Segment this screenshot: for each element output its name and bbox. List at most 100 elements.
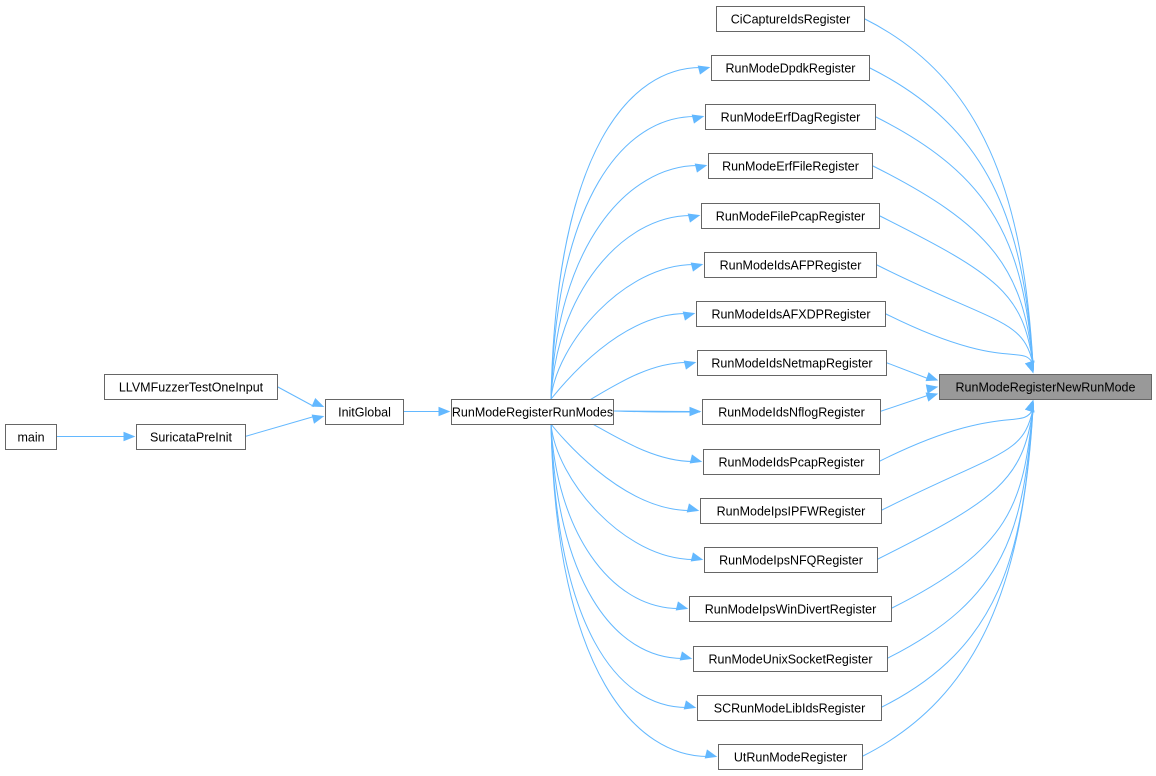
node-ips-nfq[interactable]: RunModeIpsNFQRegister (704, 547, 878, 573)
node-box[interactable] (701, 203, 880, 229)
edge-register_runmodes-to-ips_nfq (550, 423, 704, 562)
node-box[interactable] (939, 374, 1152, 400)
node-label: RunModeRegisterRunModes (452, 406, 613, 420)
node-box[interactable] (689, 596, 892, 622)
node-label: RunModeIpsIPFWRegister (717, 505, 866, 519)
node-file-pcap[interactable]: RunModeFilePcapRegister (701, 203, 880, 229)
node-box[interactable] (704, 547, 878, 573)
node-ci-capture[interactable]: CiCaptureIdsRegister (716, 6, 865, 32)
node-ips-windivert[interactable]: RunModeIpsWinDivertRegister (689, 596, 892, 622)
edge-register_runmodes-to-ut_runmode-arrowhead (704, 749, 718, 759)
edge-ids_afxdp-to-register_new_runmode (884, 313, 1035, 374)
node-box[interactable] (718, 744, 863, 770)
node-init-global[interactable]: InitGlobal (325, 399, 404, 425)
node-register-new-runmode[interactable]: RunModeRegisterNewRunMode (939, 374, 1152, 400)
node-box[interactable] (5, 424, 57, 450)
node-box[interactable] (704, 252, 877, 278)
node-label: UtRunModeRegister (734, 751, 847, 765)
edge-register_runmodes-to-dpdk-line (550, 67, 702, 400)
node-label: RunModeRegisterNewRunMode (956, 381, 1136, 395)
node-label: RunModeIpsNFQRegister (719, 554, 863, 568)
edge-register_runmodes-to-register_new_runmode-arrowhead (925, 384, 939, 394)
edge-register_runmodes-to-ids_afp (550, 262, 704, 400)
node-box[interactable] (697, 350, 887, 376)
node-label: RunModeIdsNflogRegister (718, 406, 865, 420)
node-box[interactable] (697, 695, 882, 721)
edge-register_runmodes-to-ips_windivert-arrowhead (675, 601, 689, 611)
edge-file_pcap-to-register_new_runmode (878, 215, 1035, 374)
edge-unix_socket-to-register_new_runmode (886, 399, 1035, 659)
edge-ips_ipfw-to-register_new_runmode (880, 399, 1035, 511)
edge-ids_afxdp-to-register_new_runmode-arrowhead (1025, 360, 1035, 374)
node-erf-file[interactable]: RunModeErfFileRegister (708, 153, 873, 179)
node-label: InitGlobal (338, 406, 391, 420)
node-ids-nflog[interactable]: RunModeIdsNflogRegister (702, 399, 881, 425)
edge-ips_nfq-to-register_new_runmode-line (876, 408, 1034, 560)
node-box[interactable] (104, 374, 278, 400)
edge-ids_netmap-to-register_new_runmode-line (885, 362, 930, 380)
node-sc-lib-ids[interactable]: SCRunModeLibIdsRegister (697, 695, 882, 721)
edge-main-to-suricata_pre_init (56, 431, 136, 442)
edge-register_runmodes-to-ips_ipfw (550, 423, 700, 513)
node-label: LLVMFuzzerTestOneInput (119, 381, 264, 395)
edge-ids_netmap-to-register_new_runmode (885, 362, 939, 382)
edge-register_runmodes-to-sc_lib_ids-line (550, 423, 688, 708)
edge-suricata_pre_init-to-init_global (244, 414, 325, 437)
node-label: RunModeFilePcapRegister (716, 210, 865, 224)
node-box[interactable] (702, 399, 881, 425)
node-box[interactable] (696, 301, 886, 327)
node-ut-runmode[interactable]: UtRunModeRegister (718, 744, 863, 770)
edge-register_runmodes-to-ips_nfq-arrowhead (690, 552, 704, 562)
edge-register_runmodes-to-ids_netmap-arrowhead (683, 360, 697, 370)
edge-register_runmodes-to-file_pcap-line (550, 215, 692, 400)
edge-ids_nflog-to-register_new_runmode-line (879, 394, 930, 412)
node-dpdk[interactable]: RunModeDpdkRegister (711, 55, 870, 81)
node-ids-pcap[interactable]: RunModeIdsPcapRegister (703, 449, 880, 475)
node-box[interactable] (708, 153, 873, 179)
node-llvm-fuzzer[interactable]: LLVMFuzzerTestOneInput (104, 374, 278, 400)
edge-init_global-to-register_runmodes-arrowhead (438, 406, 451, 417)
edge-register_runmodes-to-sc_lib_ids (550, 423, 697, 710)
node-box[interactable] (716, 6, 865, 32)
node-label: RunModeIdsAFXDPRegister (711, 308, 870, 322)
edge-register_runmodes-to-register_new_runmode-line (612, 410, 701, 413)
node-erf-dag[interactable]: RunModeErfDagRegister (705, 104, 876, 130)
node-suricata-pre-init[interactable]: SuricataPreInit (136, 424, 246, 450)
edge-register_runmodes-to-dpdk-arrowhead (697, 65, 711, 75)
node-ids-netmap[interactable]: RunModeIdsNetmapRegister (697, 350, 887, 376)
edge-ci_capture-to-register_new_runmode-line (863, 18, 1034, 365)
edge-suricata_pre_init-to-init_global-arrowhead (311, 414, 325, 424)
node-box[interactable] (711, 55, 870, 81)
node-box[interactable] (693, 646, 888, 672)
node-ids-afp[interactable]: RunModeIdsAFPRegister (704, 252, 877, 278)
node-box[interactable] (705, 104, 876, 130)
node-register-runmodes[interactable]: RunModeRegisterRunModes (451, 399, 614, 425)
node-label: main (17, 431, 44, 445)
node-box[interactable] (136, 424, 246, 450)
node-box[interactable] (700, 498, 882, 524)
edge-erf_dag-to-register_new_runmode (874, 116, 1035, 374)
edge-register_runmodes-to-ids_pcap-arrowhead (689, 454, 703, 464)
edge-register_runmodes-to-file_pcap (550, 213, 701, 400)
edge-register_runmodes-to-erf_dag-arrowhead (691, 114, 705, 124)
node-ids-afxdp[interactable]: RunModeIdsAFXDPRegister (696, 301, 886, 327)
edge-unix_socket-to-register_new_runmode-line (886, 408, 1034, 659)
edge-ips_windivert-to-register_new_runmode (890, 399, 1035, 609)
edge-ids_afp-to-register_new_runmode (875, 264, 1035, 374)
node-ips-ipfw[interactable]: RunModeIpsIPFWRegister (700, 498, 882, 524)
node-label: RunModeDpdkRegister (726, 62, 856, 76)
edge-erf_file-to-register_new_runmode (871, 165, 1035, 374)
node-box[interactable] (325, 399, 404, 425)
edge-register_runmodes-to-ids_afxdp-line (550, 313, 687, 400)
edge-ids_afp-to-register_new_runmode-line (875, 264, 1034, 365)
edge-register_runmodes-to-ips_nfq-line (550, 423, 695, 560)
node-unix-socket[interactable]: RunModeUnixSocketRegister (693, 646, 888, 672)
node-box[interactable] (451, 399, 614, 425)
node-main[interactable]: main (5, 424, 57, 450)
node-box[interactable] (703, 449, 880, 475)
node-label: RunModeErfDagRegister (721, 111, 861, 125)
edge-ips_ipfw-to-register_new_runmode-line (880, 408, 1034, 511)
node-label: SCRunModeLibIdsRegister (714, 702, 865, 716)
edge-ids_afxdp-to-register_new_runmode-line (884, 313, 1034, 365)
